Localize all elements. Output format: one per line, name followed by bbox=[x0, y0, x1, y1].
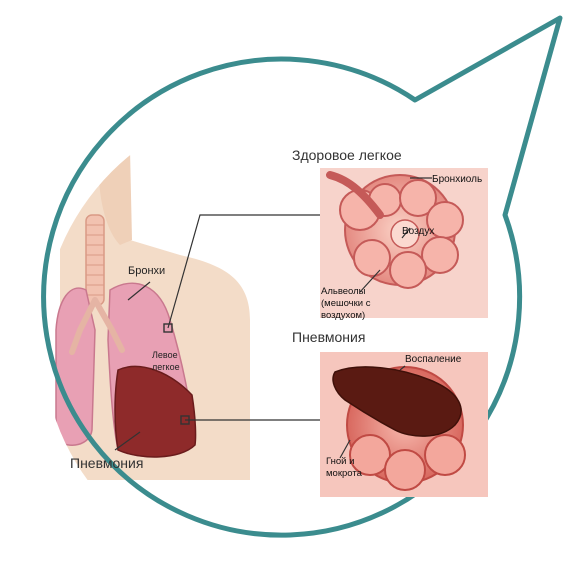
trachea bbox=[86, 215, 104, 305]
label-alveoli-1: Альвеолы bbox=[321, 286, 366, 297]
label-healthy-lung: Здоровое легкое bbox=[292, 147, 402, 163]
label-inflammation: Воспаление bbox=[405, 354, 462, 365]
label-pus-1: Гной и bbox=[326, 456, 354, 467]
label-bronchi: Бронхи bbox=[128, 265, 165, 277]
label-alveoli-2: (мешочки с bbox=[321, 298, 371, 309]
label-alveoli-3: воздухом) bbox=[321, 310, 365, 321]
label-pneumonia-panel: Пневмония bbox=[292, 329, 365, 345]
label-pneumonia-bottom: Пневмония bbox=[70, 455, 143, 471]
label-left-lung-2: легкое bbox=[152, 362, 180, 372]
label-bronchiole: Бронхиоль bbox=[432, 174, 482, 185]
label-air: Воздух bbox=[402, 226, 434, 237]
label-left-lung-1: Левое bbox=[152, 350, 178, 360]
label-pus-2: мокрота bbox=[326, 468, 363, 479]
